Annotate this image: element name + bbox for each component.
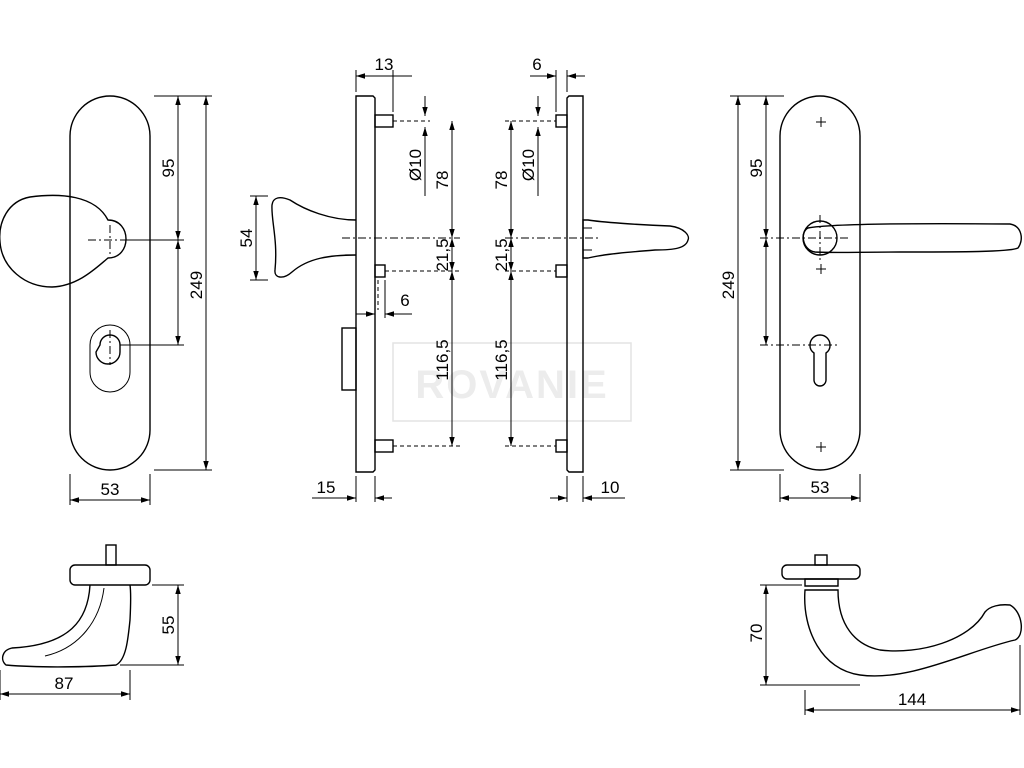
cylinder-rosette bbox=[89, 324, 131, 393]
dim-side-knob-depth: 15 bbox=[317, 478, 336, 497]
dim-knob-profile-height: 55 bbox=[159, 616, 178, 635]
dim-side-lever-lower: 116,5 bbox=[492, 339, 511, 380]
lever-top-rosette bbox=[781, 564, 861, 580]
dim-knob-upper: 95 bbox=[159, 159, 178, 178]
dim-lever-profile-length: 144 bbox=[898, 690, 926, 709]
dim-knob-width: 53 bbox=[101, 480, 120, 499]
top-view-lever: 70 144 bbox=[747, 554, 1022, 715]
dim-side-lever-bore: Ø10 bbox=[519, 149, 538, 181]
knob-top-spindle bbox=[105, 544, 117, 566]
side-view-lever: 6 Ø10 78 21,5 116,5 10 bbox=[492, 55, 690, 502]
side-lever-pin-top bbox=[555, 114, 568, 128]
side-lever-profile bbox=[582, 219, 690, 259]
dim-side-lever-upper: 78 bbox=[492, 171, 511, 190]
screw-mark-top bbox=[816, 117, 826, 127]
side-knob-pin-top bbox=[374, 114, 394, 128]
side-view-knob: 13 54 Ø10 78 21,5 116,5 6 15 bbox=[237, 55, 460, 502]
lever-top-profile bbox=[804, 589, 1022, 677]
dim-lever-total: 249 bbox=[719, 271, 738, 299]
knob-top-profile bbox=[1, 584, 132, 668]
side-lever-plate bbox=[566, 95, 584, 473]
dim-side-knob-height: 54 bbox=[237, 229, 256, 248]
side-lever-pin-mid bbox=[555, 264, 568, 278]
dim-side-knob-top: 13 bbox=[375, 55, 394, 74]
lever-cylinder-hole bbox=[809, 334, 831, 387]
front-view-lever-plate: 95 249 53 bbox=[719, 95, 1022, 502]
screw-mark-mid bbox=[816, 264, 826, 274]
side-lever-pin-bottom bbox=[555, 439, 568, 453]
dim-knob-total: 249 bbox=[187, 271, 206, 299]
dim-side-knob-pin: 6 bbox=[400, 291, 409, 310]
dim-knob-profile-length: 87 bbox=[55, 674, 74, 693]
lever-front-outline bbox=[802, 222, 1022, 254]
side-knob-rear-block bbox=[341, 327, 357, 391]
cylinder-hole-outline bbox=[95, 334, 121, 365]
dim-side-knob-upper: 78 bbox=[433, 171, 452, 190]
lever-plate-outline bbox=[779, 95, 861, 471]
dim-side-knob-mid: 21,5 bbox=[433, 238, 452, 271]
top-view-knob: 55 87 bbox=[0, 544, 184, 700]
dim-lever-width: 53 bbox=[811, 478, 830, 497]
dim-side-knob-lower: 116,5 bbox=[433, 339, 452, 380]
dim-side-lever-depth: 10 bbox=[601, 478, 620, 497]
screw-mark-bottom bbox=[816, 442, 826, 452]
knob-plate-outline bbox=[69, 95, 151, 471]
dim-lever-upper: 95 bbox=[747, 159, 766, 178]
dim-lever-profile-height: 70 bbox=[747, 624, 766, 643]
lever-top-spindle bbox=[814, 554, 828, 566]
side-knob-plate bbox=[355, 95, 376, 473]
knob-outline bbox=[0, 194, 127, 288]
side-knob-pin-bottom bbox=[374, 439, 394, 453]
dim-side-lever-top: 6 bbox=[532, 55, 541, 74]
watermark: ROVANIE bbox=[392, 342, 632, 422]
side-knob-pin-mid bbox=[374, 264, 386, 278]
front-view-knob-plate: 95 249 53 bbox=[0, 95, 212, 505]
side-knob-profile bbox=[271, 197, 357, 278]
dim-side-lever-mid: 21,5 bbox=[492, 238, 511, 271]
dim-side-knob-bore: Ø10 bbox=[406, 149, 425, 181]
knob-top-rosette bbox=[69, 564, 151, 586]
